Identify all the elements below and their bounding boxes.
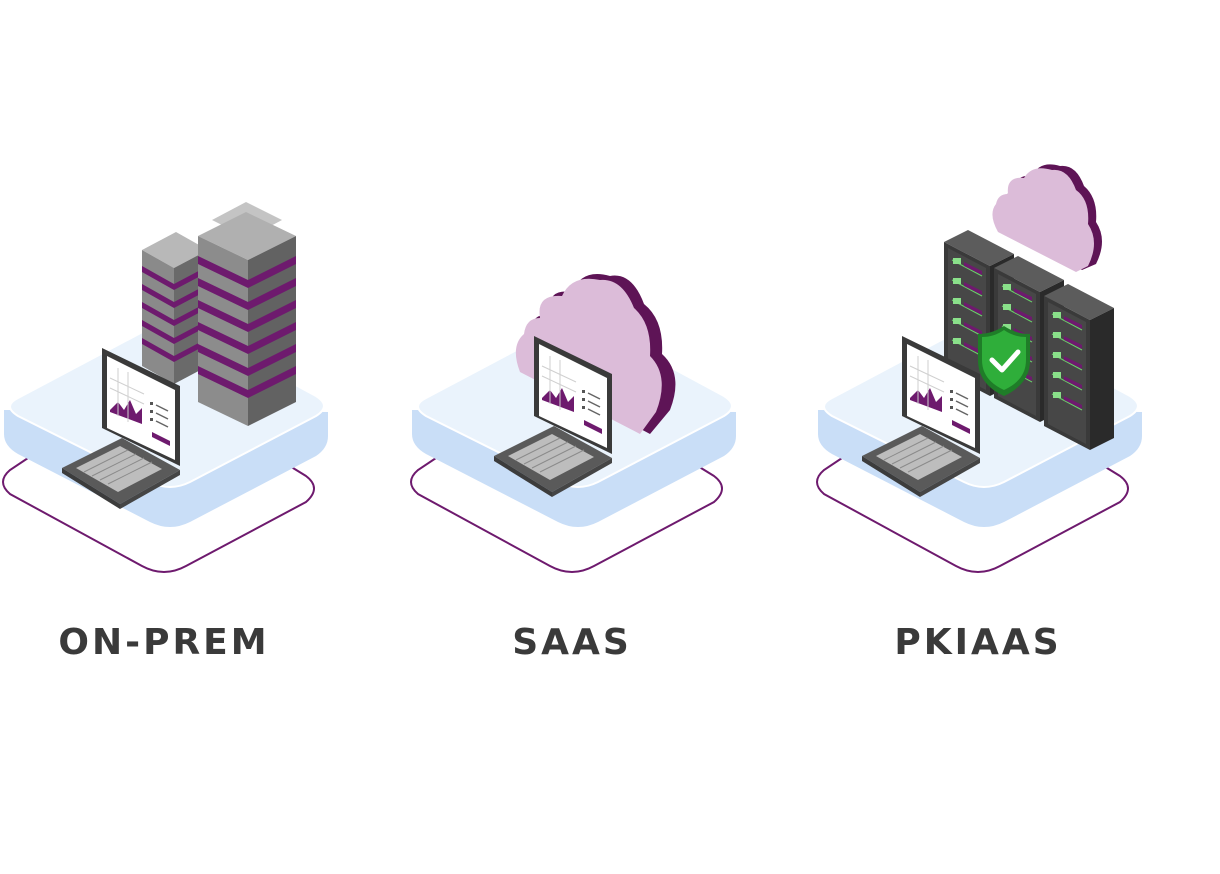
cloud-icon [992,164,1102,272]
option-pkiaas [816,164,1143,573]
shield-check-icon [978,326,1030,396]
server-tower-icon [198,202,296,426]
label-pkiaas: PKIAAS [894,622,1062,663]
cloud-icon [515,274,676,434]
option-saas [410,274,737,573]
server-rack-icon [1043,283,1115,451]
label-saas: SAAS [512,622,632,663]
option-on-prem [2,202,329,573]
label-on-prem: ON-PREM [58,622,270,663]
